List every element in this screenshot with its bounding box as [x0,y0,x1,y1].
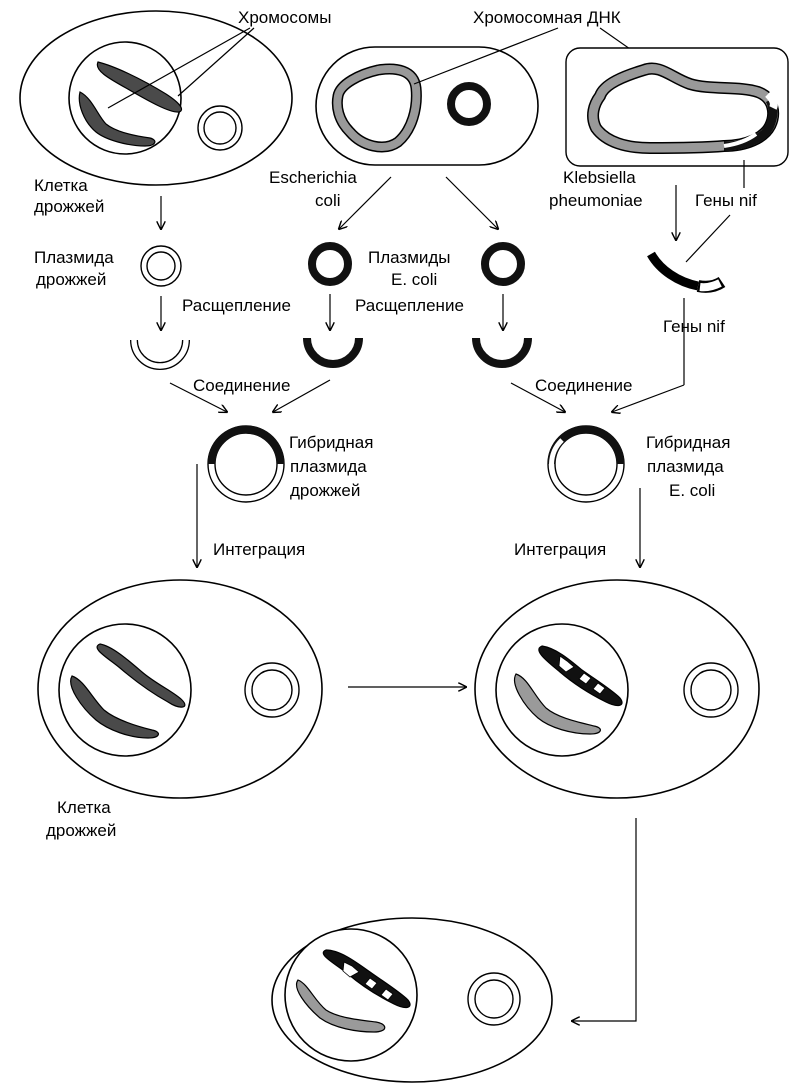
yeast-plasmid-cut [130,339,190,370]
chromosome-with-nif-1 [538,645,623,707]
yeast-cell-integrated [474,579,760,799]
yeast-plasmid [140,245,182,287]
svg-text:плазмида: плазмида [647,457,724,476]
chromosome-middle-1 [96,643,186,708]
klebsiella-cell-top [565,47,789,167]
svg-text:Гены nif: Гены nif [663,317,725,336]
ligation-label-left: Соединение [193,376,290,395]
yeast-cell-label-top: Клетка дрожжей [34,176,104,216]
nif-genes-label-bottom: Гены nif [663,317,725,336]
chromosome-top-2 [78,91,156,147]
svg-text:E. coli: E. coli [669,481,715,500]
svg-text:Хромосомы: Хромосомы [238,8,331,27]
yeast-plasmid-label: Плазмида дрожжей [34,248,114,289]
nif-gene-fragment [647,251,726,293]
hybrid-ecoli-label: Гибридная плазмида E. coli [646,433,730,500]
svg-text:Соединение: Соединение [193,376,290,395]
svg-text:Гибридная: Гибридная [646,433,730,452]
svg-text:Интеграция: Интеграция [213,540,305,559]
chromosomes-label: Хромосомы [107,8,331,109]
chromosome-light-final [296,979,386,1033]
svg-text:coli: coli [315,191,341,210]
chromosome-with-nif-2 [322,949,411,1009]
svg-text:Расщепление: Расщепление [355,296,464,315]
arrow-to-final-cell [572,818,637,1021]
svg-text:Гибридная: Гибридная [289,433,373,452]
hybrid-yeast-label: Гибридная плазмида дрожжей [289,433,373,500]
chromosome-light-middle [514,673,601,735]
svg-text:Гены nif: Гены nif [695,191,757,210]
arrow-ecoli-left [339,176,392,229]
svg-text:Расщепление: Расщепление [182,296,291,315]
hybrid-yeast-plasmid [207,425,285,503]
yeast-cell-label-bottom: Клетка дрожжей [46,798,116,840]
svg-text:дрожжей: дрожжей [290,481,360,500]
svg-text:дрожжей: дрожжей [34,197,104,216]
arrow-yeast-ligation [169,382,227,412]
ecoli-cell-top [315,46,539,166]
svg-text:pheumoniae: pheumoniae [549,191,643,210]
svg-text:E. coli: E. coli [391,270,437,289]
ecoli-label: Escherichia coli [269,168,357,210]
ecoli-plasmid-cut-right [472,337,532,368]
chromosome-top-1 [96,61,183,113]
svg-text:Соединение: Соединение [535,376,632,395]
arrow-ecoli-right [445,176,498,229]
svg-text:Клетка: Клетка [57,798,111,817]
svg-text:Плазмида: Плазмида [34,248,114,267]
cleavage-label-left: Расщепление [182,296,291,315]
ecoli-plasmid-left [308,242,352,286]
cleavage-label-right: Расщепление [355,296,464,315]
arrow-ecoli-ligation [510,382,565,412]
ecoli-plasmid-cut-left [303,337,363,368]
svg-text:Плазмиды: Плазмиды [368,248,451,267]
yeast-cell-final [271,917,553,1083]
ecoli-plasmids-label: Плазмиды E. coli [368,248,451,289]
svg-text:дрожжей: дрожжей [46,821,116,840]
ecoli-plasmid-right [481,242,525,286]
svg-text:плазмида: плазмида [290,457,367,476]
nif-genes-label-top: Гены nif [685,160,757,263]
svg-text:Клетка: Клетка [34,176,88,195]
svg-text:Хромосомная ДНК: Хромосомная ДНК [473,8,621,27]
chromosome-middle-2 [70,675,159,739]
svg-text:дрожжей: дрожжей [36,270,106,289]
svg-text:Интеграция: Интеграция [514,540,606,559]
yeast-cell-top [19,10,293,186]
svg-text:Escherichia: Escherichia [269,168,357,187]
svg-text:Klebsiella: Klebsiella [563,168,636,187]
ligation-label-right: Соединение [535,376,632,395]
yeast-cell-middle [37,579,323,799]
integration-label-left: Интеграция [213,540,305,559]
klebsiella-label: Klebsiella pheumoniae [549,168,643,210]
ecoli-plasmid-in-cell [447,82,491,126]
arrow-ecoli-to-yeast-ligation [273,379,331,412]
integration-label-right: Интеграция [514,540,606,559]
hybrid-ecoli-plasmid [547,425,625,503]
